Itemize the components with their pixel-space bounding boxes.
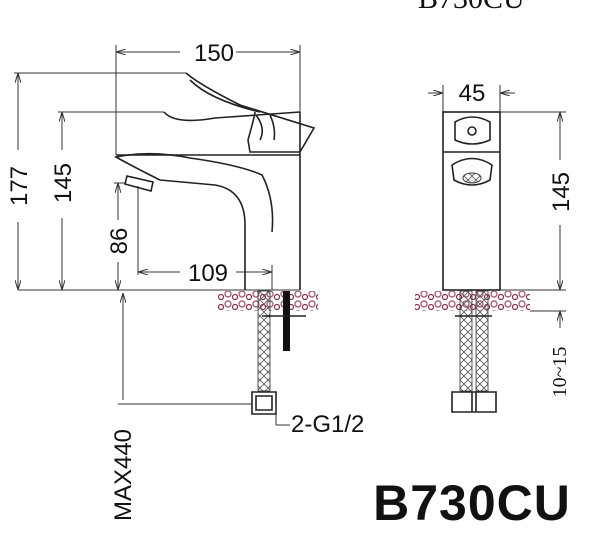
- dim-side-width: 45: [459, 80, 486, 107]
- mounting-stud: [283, 291, 290, 351]
- deck-section-side: [415, 291, 530, 311]
- thread-label: 2-G1/2: [291, 411, 364, 438]
- dim-spout-height: 86: [106, 228, 133, 255]
- dim-height-total: 177: [6, 166, 33, 206]
- top-label-partial: B730CU: [418, 0, 525, 15]
- side-view: 45 145 10~15: [415, 80, 575, 413]
- dim-side-height: 145: [548, 172, 575, 212]
- dim-width-total: 150: [194, 40, 234, 67]
- model-label: B730CU: [373, 475, 571, 531]
- hose-length-label: MAX440: [110, 429, 137, 521]
- dim-deck-thickness: 10~15: [549, 347, 571, 398]
- dim-spout-reach: 109: [188, 260, 228, 287]
- hose-braid: [257, 290, 271, 392]
- dim-height-body: 145: [50, 163, 77, 203]
- front-view: 150 177 145 86 109 2-G1: [6, 40, 364, 521]
